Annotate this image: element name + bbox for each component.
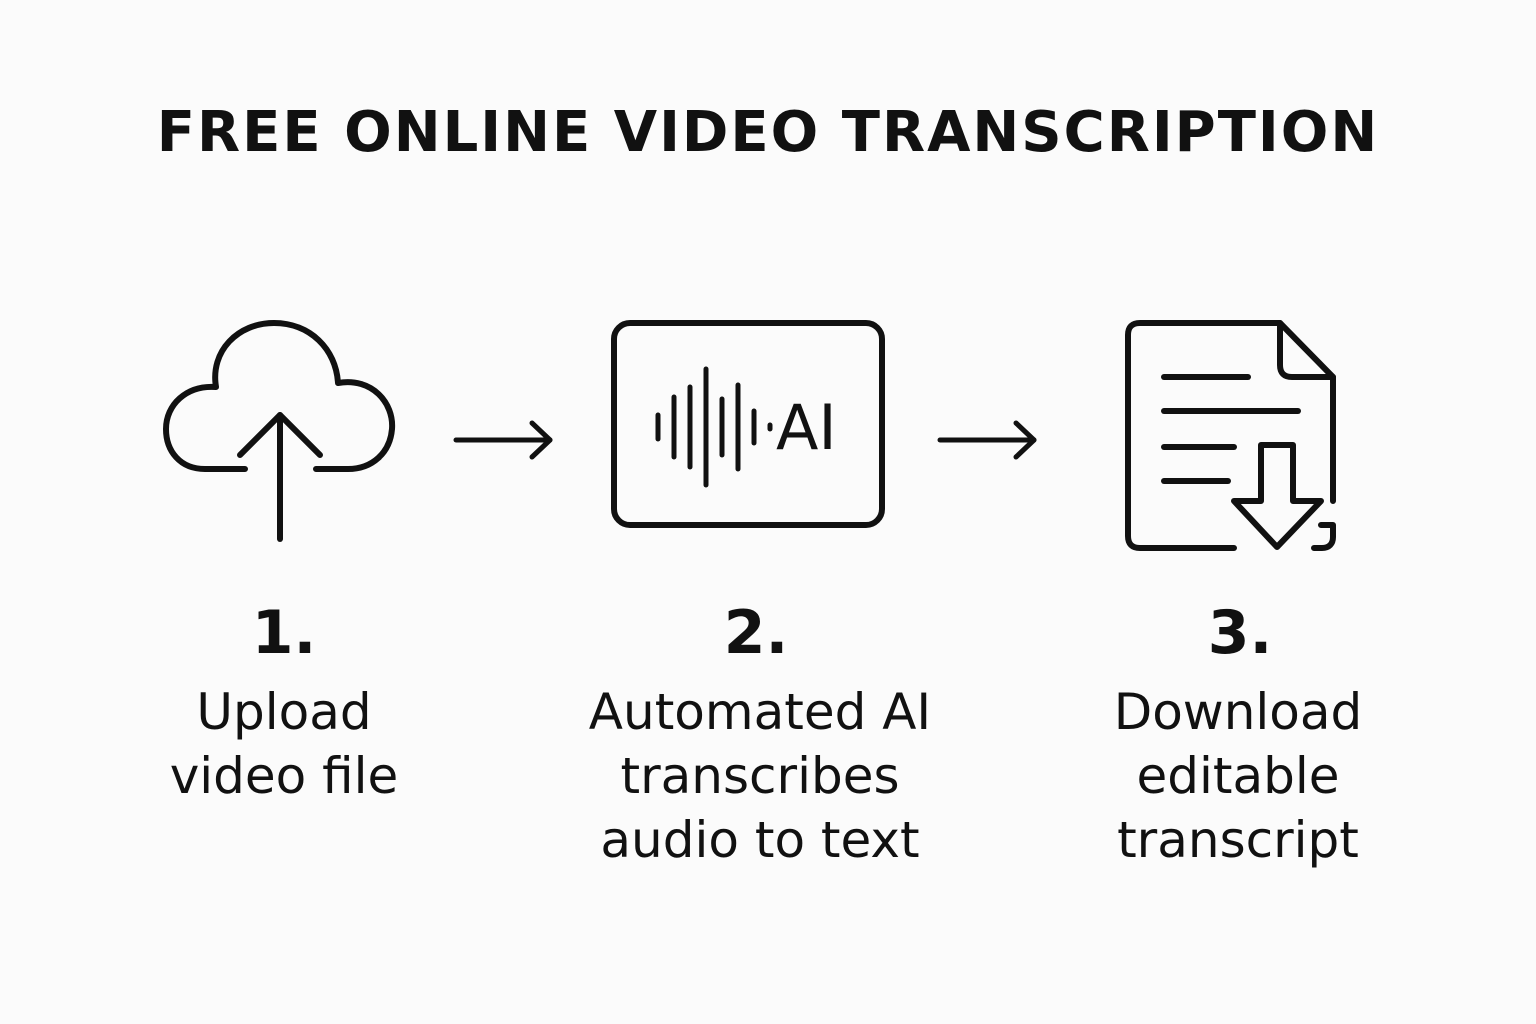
step-2-number: 2. [723,598,789,668]
step-1-label: Upload video file [74,680,494,808]
arrow-right-icon [937,420,1037,460]
step-2-label: Automated AI transcribes audio to text [550,680,970,872]
document-download-icon [1125,320,1336,551]
step-2-label-line-2: transcribes [620,747,900,805]
step-3-label-line-1: Download [1113,683,1363,741]
cloud-upload-icon [163,320,396,542]
step-1-label-line-2: video file [169,747,399,805]
step-3-number: 3. [1207,598,1273,668]
step-2-label-line-3: audio to text [600,811,920,869]
page-title: FREE ONLINE VIDEO TRANSCRIPTION [156,100,1380,165]
step-1-number: 1. [251,598,317,668]
step-3-label-line-3: transcript [1117,811,1359,869]
arrow-right-icon [453,420,553,460]
ai-audio-waveform-icon: AI [611,320,885,528]
step-1-label-line-1: Upload [196,683,372,741]
step-3-label-line-2: editable [1136,747,1340,805]
step-3-label: Download editable transcript [1028,680,1448,872]
step-2-label-line-1: Automated AI [588,683,932,741]
ai-label: AI [776,391,837,464]
